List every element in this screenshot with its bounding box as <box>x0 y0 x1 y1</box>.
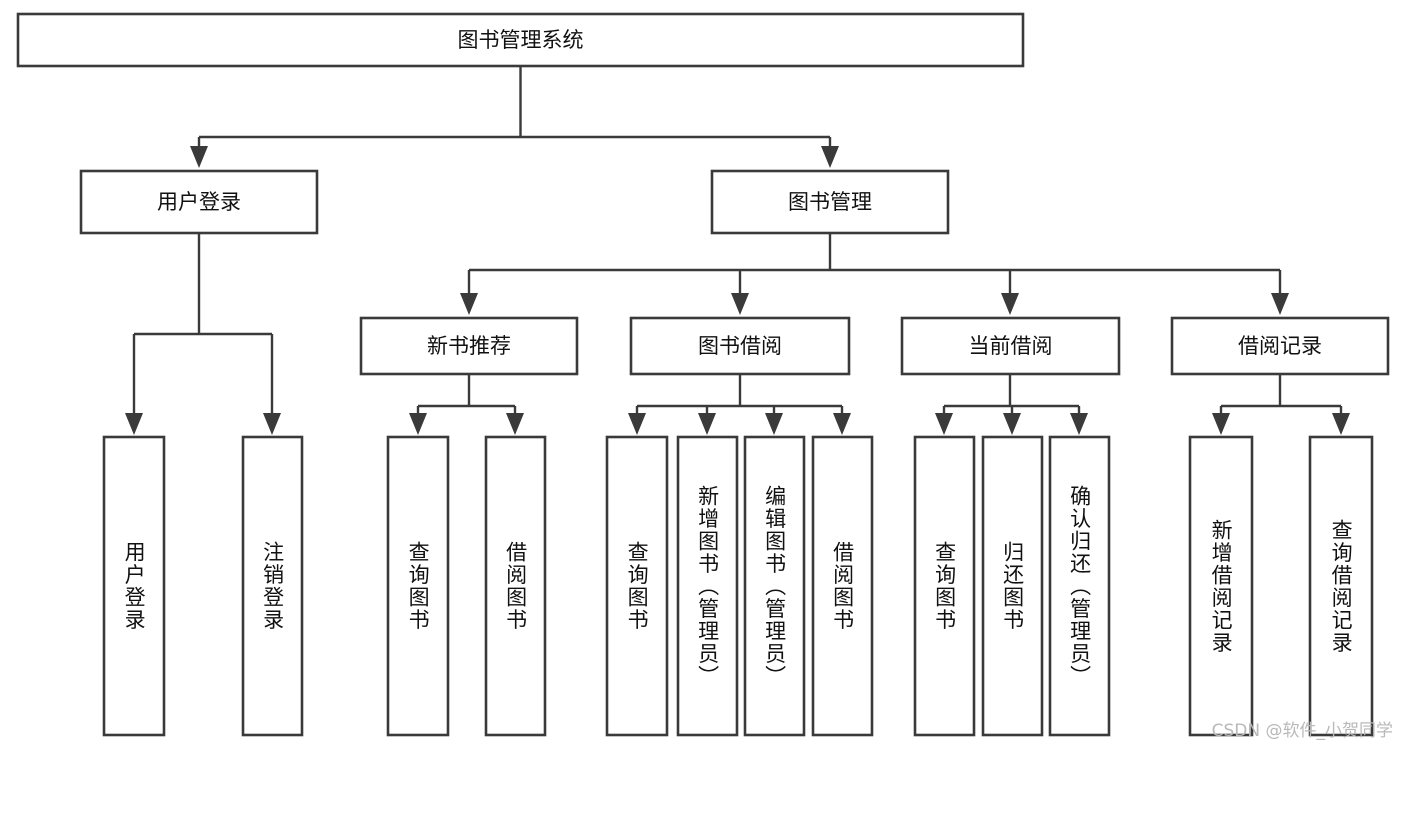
arrow-leaf-4-icon <box>506 413 524 435</box>
node-leaf-query-record[interactable] <box>1308 435 1374 737</box>
node-new-book-rec[interactable]: 新书推荐 <box>359 316 579 376</box>
node-book-borrow-label: 图书借阅 <box>698 334 782 358</box>
node-leaf-query-book-cur-frame <box>913 435 976 737</box>
node-user-login-label: 用户登录 <box>157 190 241 214</box>
node-leaf-confirm-return[interactable] <box>1048 435 1111 737</box>
node-leaf-user-login[interactable] <box>102 435 166 737</box>
node-new-book-rec-frame <box>359 316 579 376</box>
node-leaf-query-book-rec-frame <box>386 435 450 737</box>
node-book-manage[interactable]: 图书管理 <box>710 169 950 235</box>
arrow-new-book-rec-icon <box>460 293 478 315</box>
node-leaf-edit-book[interactable] <box>743 435 806 737</box>
arrow-user-login-icon <box>190 146 208 168</box>
arrow-leaf-2-icon <box>263 413 281 435</box>
arrow-book-manage-icon <box>821 146 839 168</box>
arrow-leaf-3-icon <box>409 413 427 435</box>
node-current-borrow[interactable]: 当前借阅 <box>900 316 1121 376</box>
arrow-leaf-7-icon <box>765 413 783 435</box>
node-leaf-query-book[interactable] <box>605 435 669 737</box>
arrow-leaf-5-icon <box>628 413 646 435</box>
node-leaf-query-record-frame <box>1308 435 1374 737</box>
node-book-borrow-frame <box>629 316 851 376</box>
node-leaf-add-record[interactable] <box>1188 435 1254 737</box>
arrow-leaf-10-icon <box>1003 413 1021 435</box>
diagram-root: 图书管理系统用户登录图书管理新书推荐图书借阅当前借阅借阅记录 用户登录注销登录查… <box>16 12 1393 741</box>
arrow-leaf-9-icon <box>935 413 953 435</box>
node-leaf-query-book-frame <box>605 435 669 737</box>
arrow-leaf-12-icon <box>1212 413 1230 435</box>
node-leaf-query-book-rec[interactable] <box>386 435 450 737</box>
arrow-borrow-record-icon <box>1271 293 1289 315</box>
arrow-leaf-13-icon <box>1332 413 1350 435</box>
node-leaf-return-book[interactable] <box>981 435 1044 737</box>
node-new-book-rec-label: 新书推荐 <box>427 334 511 358</box>
node-root[interactable]: 图书管理系统 <box>16 12 1025 68</box>
arrow-book-borrow-icon <box>731 293 749 315</box>
arrow-current-borrow-icon <box>1001 293 1019 315</box>
node-leaf-add-book-frame <box>676 435 739 737</box>
arrow-layer <box>125 146 1350 435</box>
node-book-manage-label: 图书管理 <box>788 190 872 214</box>
node-root-frame <box>16 12 1025 68</box>
node-user-login[interactable]: 用户登录 <box>79 169 319 235</box>
arrow-leaf-6-icon <box>698 413 716 435</box>
node-leaf-borrow-book[interactable] <box>811 435 874 737</box>
node-leaf-borrow-book-rec-frame <box>484 435 547 737</box>
node-root-label: 图书管理系统 <box>458 28 584 52</box>
node-leaf-confirm-return-frame <box>1048 435 1111 737</box>
node-book-borrow[interactable]: 图书借阅 <box>629 316 851 376</box>
node-leaf-borrow-book-rec[interactable] <box>484 435 547 737</box>
node-book-manage-frame <box>710 169 950 235</box>
node-leaf-logout[interactable] <box>241 435 304 737</box>
node-current-borrow-label: 当前借阅 <box>969 334 1053 358</box>
arrow-leaf-11-icon <box>1070 413 1088 435</box>
node-borrow-record[interactable]: 借阅记录 <box>1170 316 1390 376</box>
node-borrow-record-frame <box>1170 316 1390 376</box>
node-leaf-query-book-cur[interactable] <box>913 435 976 737</box>
node-user-login-frame <box>79 169 319 235</box>
node-leaf-add-record-frame <box>1188 435 1254 737</box>
arrow-leaf-8-icon <box>833 413 851 435</box>
node-leaf-borrow-book-frame <box>811 435 874 737</box>
node-leaf-logout-frame <box>241 435 304 737</box>
node-leaf-add-book[interactable] <box>676 435 739 737</box>
node-leaf-return-book-frame <box>981 435 1044 737</box>
node-leaf-user-login-frame <box>102 435 166 737</box>
node-borrow-record-label: 借阅记录 <box>1238 334 1322 358</box>
node-leaf-edit-book-frame <box>743 435 806 737</box>
arrow-leaf-1-icon <box>125 413 143 435</box>
node-current-borrow-frame <box>900 316 1121 376</box>
